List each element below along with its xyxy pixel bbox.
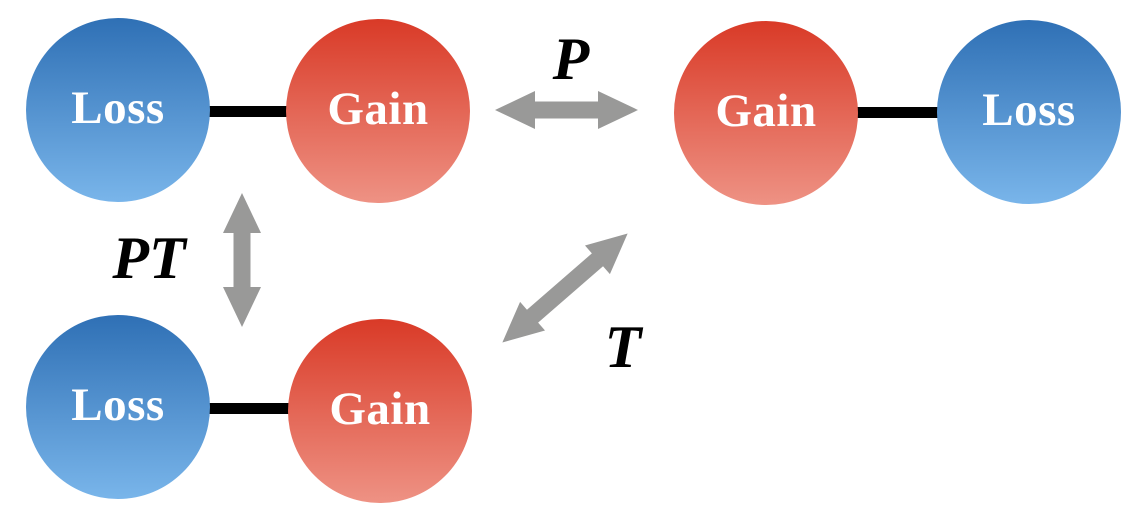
coupling-bar-top-left bbox=[204, 106, 292, 117]
parity-double-arrow-icon bbox=[495, 91, 638, 129]
time-reversal-double-arrow-icon bbox=[502, 233, 628, 343]
node-loss-top-left: Loss bbox=[26, 18, 210, 202]
time-reversal-operator-label: T bbox=[604, 314, 642, 380]
node-loss-top-right: Loss bbox=[937, 20, 1121, 204]
parity-time-operator-label: PT bbox=[112, 225, 186, 291]
node-loss-label: Loss bbox=[982, 83, 1076, 136]
coupling-bar-bottom-left bbox=[206, 403, 292, 414]
node-gain-bottom-left: Gain bbox=[288, 319, 472, 503]
node-gain-label: Gain bbox=[329, 382, 431, 435]
parity-time-double-arrow-icon bbox=[223, 193, 261, 327]
node-gain-label: Gain bbox=[715, 84, 817, 137]
node-loss-bottom-left: Loss bbox=[26, 315, 210, 499]
parity-operator-label: P bbox=[552, 26, 590, 92]
node-loss-label: Loss bbox=[71, 81, 165, 134]
node-gain-top-left: Gain bbox=[286, 19, 470, 203]
coupling-bar-top-right bbox=[856, 107, 940, 118]
node-loss-label: Loss bbox=[71, 378, 165, 431]
node-gain-label: Gain bbox=[327, 82, 429, 135]
node-gain-top-right: Gain bbox=[674, 21, 858, 205]
